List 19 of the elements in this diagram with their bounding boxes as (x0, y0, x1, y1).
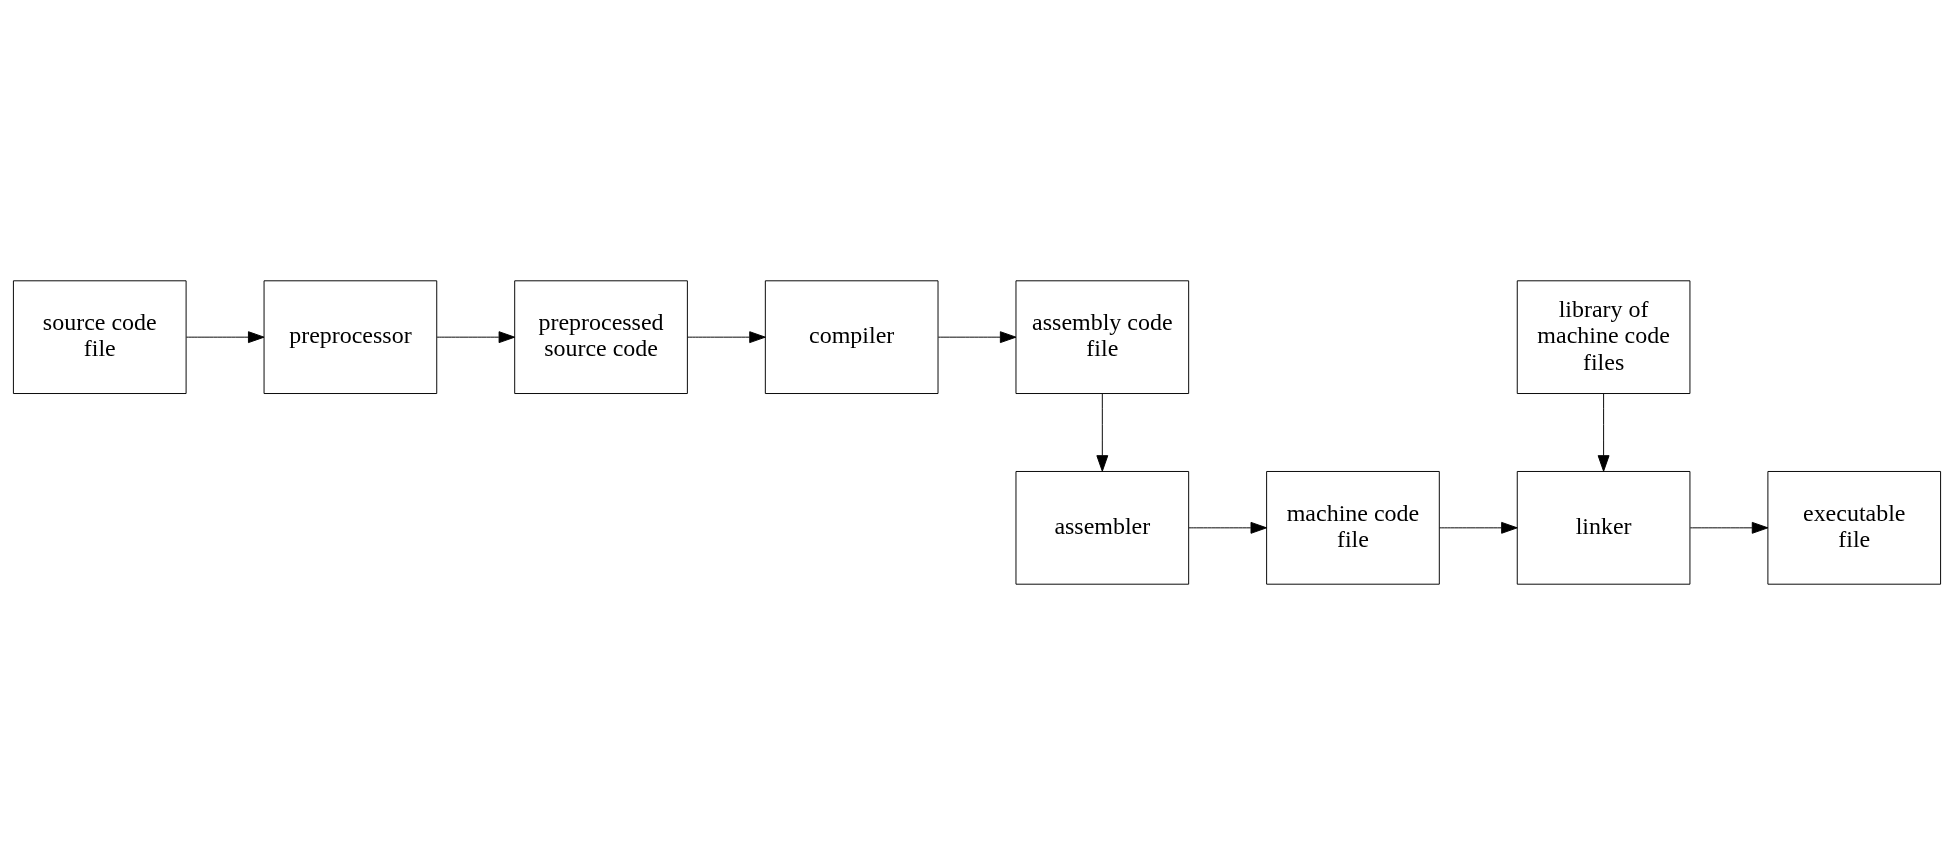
node-box: library of machine code files (1516, 280, 1691, 394)
node-box: linker (1516, 471, 1691, 585)
arrow (436, 331, 516, 344)
node-box: machine code file (1266, 471, 1440, 585)
arrow (1597, 393, 1610, 472)
node-box: preprocessor (263, 280, 438, 394)
arrow (937, 331, 1017, 344)
node-box: source code file (12, 280, 187, 394)
node-box: assembler (1015, 471, 1190, 585)
arrow (186, 331, 265, 344)
arrow (1439, 521, 1518, 534)
arrow (1188, 521, 1268, 534)
arrow (1689, 521, 1769, 534)
node-box: compiler (764, 280, 939, 394)
node-box: assembly code file (1015, 280, 1190, 394)
node-box: preprocessed source code (514, 280, 688, 394)
arrow (1096, 393, 1109, 472)
node-box: executable file (1767, 471, 1942, 585)
arrow (687, 331, 766, 344)
